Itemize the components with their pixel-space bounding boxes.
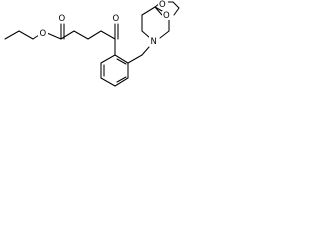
benzyl-linker	[127, 46, 150, 64]
bond	[116, 58, 127, 65]
ester-chain	[4, 23, 119, 40]
bond	[4, 30, 20, 40]
bond	[127, 54, 143, 64]
bond	[18, 30, 34, 40]
bond	[159, 30, 170, 39]
bond	[100, 77, 116, 87]
bond	[116, 76, 127, 83]
ketone-oxygen-label: O	[113, 14, 120, 24]
bond	[141, 30, 151, 39]
bond	[173, 7, 180, 16]
bond	[73, 30, 89, 40]
bond	[154, 6, 163, 16]
bond	[141, 6, 156, 16]
molecule-structure: O O O O O N	[4, 0, 180, 87]
bond	[87, 30, 102, 40]
bond	[100, 54, 116, 64]
ester-carbonyl-oxygen-label: O	[59, 14, 66, 24]
bond	[114, 54, 129, 64]
bond	[172, 1, 180, 9]
dioxolane-oxygen-label: O	[163, 11, 170, 21]
bond	[100, 30, 116, 40]
dioxolane-oxygen-label: O	[159, 0, 166, 10]
bond	[60, 30, 75, 40]
benzene-ring	[100, 38, 129, 87]
piperidine-nitrogen-label: N	[151, 37, 157, 47]
bond	[46, 32, 62, 40]
ester-oxygen-label: O	[40, 29, 47, 39]
bond	[114, 77, 129, 87]
bond	[141, 46, 150, 56]
